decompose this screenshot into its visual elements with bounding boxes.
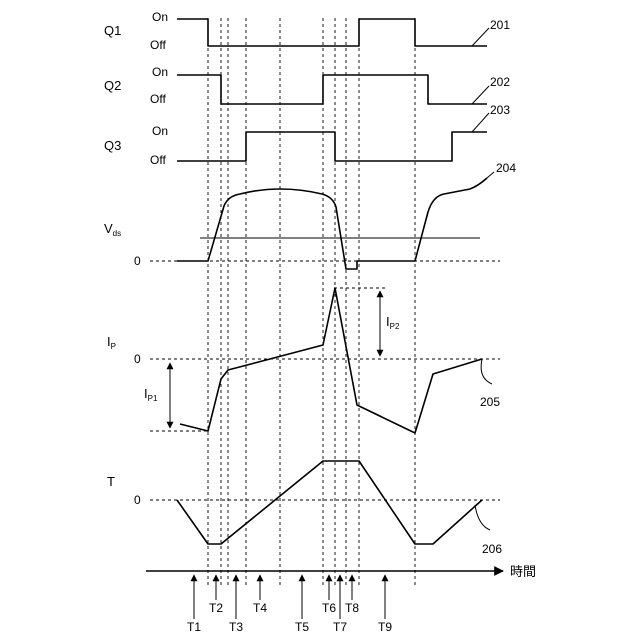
t4-label: T4 xyxy=(253,601,267,615)
ip2-label: IP2 xyxy=(386,314,400,331)
ip-zero-label: 0 xyxy=(134,352,141,366)
vds-waveform xyxy=(177,178,487,269)
ip-label: IP xyxy=(107,334,116,351)
ip1-label: IP1 xyxy=(144,386,158,403)
ref-204: 204 xyxy=(496,161,516,175)
t-zero-label: 0 xyxy=(134,493,141,507)
ref-203-leader xyxy=(472,113,489,132)
q2-on-label: On xyxy=(152,65,168,79)
t9-label: T9 xyxy=(378,620,392,634)
q1-waveform xyxy=(177,19,487,46)
ref-201-leader xyxy=(472,28,489,46)
q2-off-label: Off xyxy=(150,92,166,106)
t6-label: T6 xyxy=(322,601,336,615)
q1-off-label: Off xyxy=(150,38,166,52)
t-label: T xyxy=(107,474,115,489)
ref-206: 206 xyxy=(482,542,502,556)
ref-202-leader xyxy=(472,86,489,104)
t1-label: T1 xyxy=(187,620,201,634)
ref-201: 201 xyxy=(490,18,510,32)
q3-off-label: Off xyxy=(150,153,166,167)
q3-on-label: On xyxy=(152,124,168,138)
ref-205: 205 xyxy=(480,395,500,409)
q3-waveform xyxy=(177,132,487,161)
ip-waveform xyxy=(180,288,482,433)
time-guide-lines xyxy=(208,18,415,585)
time-markers: T1 T2 T3 T4 T5 T6 T7 T8 T9 xyxy=(187,575,392,634)
ref-203: 203 xyxy=(490,103,510,117)
q2-waveform xyxy=(177,75,487,104)
t2-label: T2 xyxy=(209,601,223,615)
t8-label: T8 xyxy=(345,601,359,615)
t5-label: T5 xyxy=(295,620,309,634)
ref-202: 202 xyxy=(490,75,510,89)
t3-label: T3 xyxy=(229,620,243,634)
time-axis-label: 時間 xyxy=(510,564,536,579)
ref-204-leader xyxy=(487,172,494,178)
q2-label: Q2 xyxy=(104,78,121,93)
ref-206-leader xyxy=(475,505,490,530)
q1-label: Q1 xyxy=(104,23,121,38)
vds-label: Vds xyxy=(104,221,121,238)
q3-label: Q3 xyxy=(104,138,121,153)
t-waveform xyxy=(177,461,482,544)
ref-205-leader xyxy=(481,359,492,384)
t7-label: T7 xyxy=(333,620,347,634)
q1-on-label: On xyxy=(152,10,168,24)
vds-zero-label: 0 xyxy=(134,254,141,268)
